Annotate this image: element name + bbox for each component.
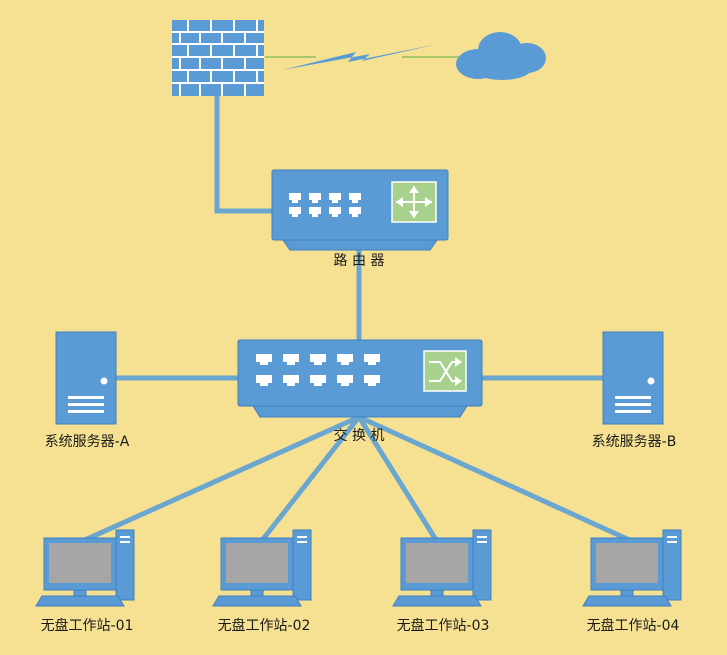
lightning-icon (282, 44, 438, 70)
server-b-label: 系统服务器-B (591, 434, 677, 450)
router-label: 路 由 器 (333, 253, 385, 269)
workstation-icon (212, 529, 312, 607)
switch-icon (237, 339, 483, 418)
workstation-icon (392, 529, 492, 607)
workstation-03-label: 无盘工作站-03 (396, 618, 490, 634)
workstation-04-label: 无盘工作站-04 (586, 618, 680, 634)
switch-ports (256, 354, 380, 386)
cloud-icon (456, 32, 546, 80)
workstation-icon (582, 529, 682, 607)
router-icon (271, 169, 449, 251)
firewall-icon (172, 20, 264, 96)
server-icon (602, 331, 664, 425)
switch-label: 交 换 机 (333, 428, 385, 444)
server-a-label: 系统服务器-A (44, 434, 130, 450)
router-ports (289, 193, 361, 217)
workstation-02-label: 无盘工作站-02 (217, 618, 311, 634)
server-icon (55, 331, 117, 425)
wan-link (265, 44, 460, 70)
workstation-01-label: 无盘工作站-01 (40, 618, 134, 634)
link-switch-workstation-02 (258, 415, 361, 545)
link-switch-workstation-01 (76, 414, 361, 546)
link-switch-workstation-03 (356, 415, 441, 545)
workstation-icon (35, 529, 135, 607)
link-firewall-router (214, 96, 272, 214)
links (76, 96, 638, 546)
link-switch-workstation-04 (357, 414, 638, 546)
